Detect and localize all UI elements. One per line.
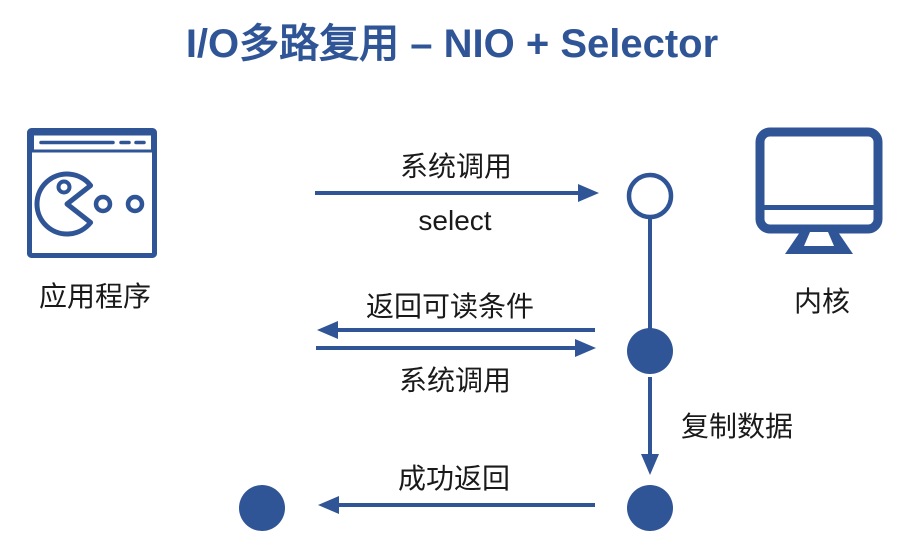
- data-ready-node: [627, 328, 673, 374]
- selector-wait-node: [626, 172, 674, 220]
- copy-complete-node: [627, 485, 673, 531]
- monitor-icon: [755, 127, 883, 254]
- application-label: 应用程序: [38, 281, 152, 312]
- return-readable-arrow: [317, 321, 595, 339]
- copy-data-arrow: [641, 377, 659, 475]
- success-return-label: 成功返回: [397, 463, 511, 494]
- select-label: select: [418, 205, 492, 236]
- page-title: I/O多路复用 – NIO + Selector: [185, 22, 719, 66]
- syscall-top-label: 系统调用: [399, 151, 513, 182]
- app-window-pacman-icon: [27, 128, 157, 258]
- kernel-label: 内核: [793, 286, 851, 317]
- success-return-arrow: [318, 496, 595, 514]
- app-received-node: [239, 485, 285, 531]
- syscall-select-arrow: [315, 184, 599, 202]
- syscall-read-arrow: [316, 339, 596, 357]
- syscall-bottom-label: 系统调用: [398, 365, 512, 396]
- copy-data-label: 复制数据: [680, 411, 794, 442]
- return-readable-label: 返回可读条件: [365, 291, 535, 322]
